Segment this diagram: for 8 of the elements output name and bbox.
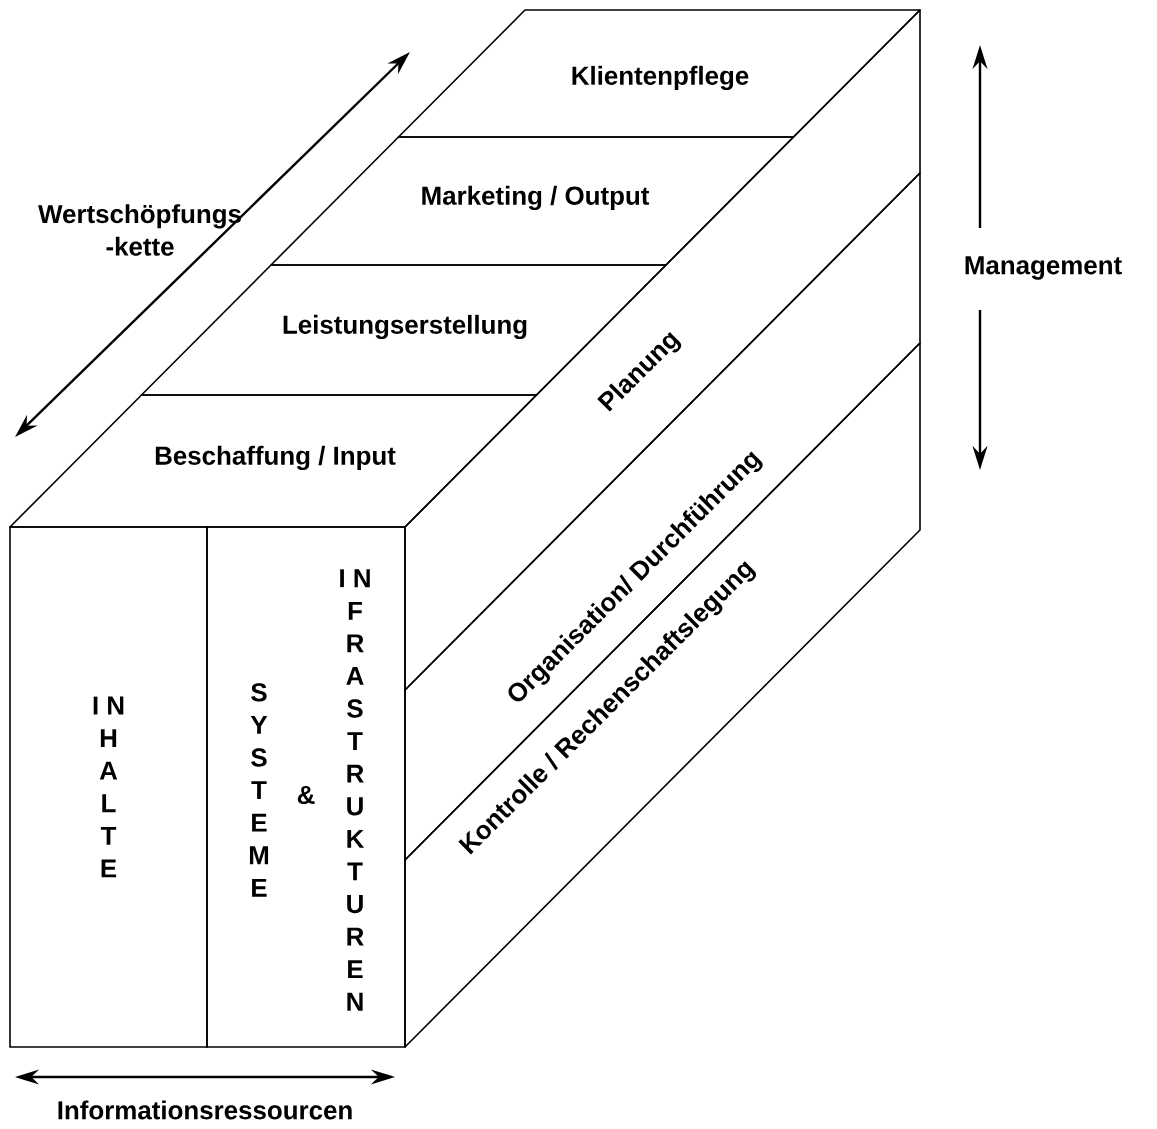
axis-label: Management [965,256,1122,280]
top-face-band: Beschaffung / Input [9,394,538,528]
front-face-column: S Y S T E M E & I N F R A S T R U K T U R E N [206,526,406,1048]
front-face-column: I N H A L T E [9,526,208,1048]
top-face-band: Marketing / Output [270,136,795,266]
axis-label: Wertschöpfungs -kette [38,204,241,256]
axis-label: Informationsressourcen [58,1100,352,1120]
top-face-band: Klientenpflege [397,9,921,138]
